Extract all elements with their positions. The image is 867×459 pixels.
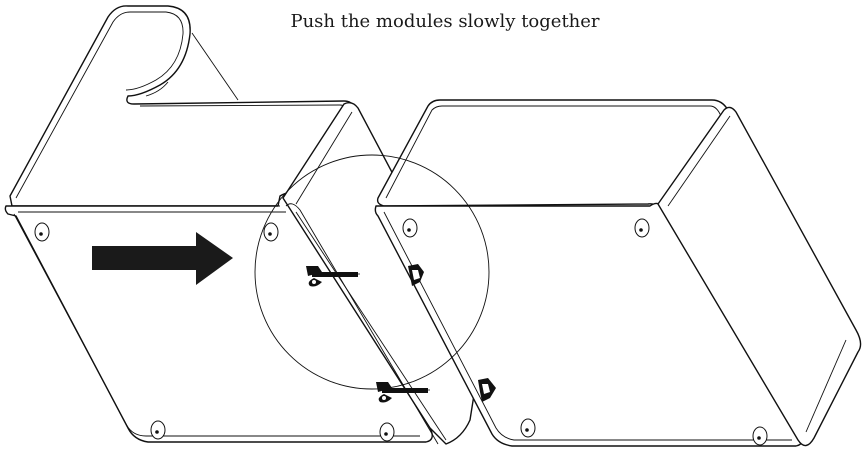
connector-hook-icon bbox=[478, 378, 496, 402]
left-module-top-frame-inner bbox=[15, 11, 184, 199]
right-module-side-panel bbox=[657, 106, 862, 447]
connector-clip-icon bbox=[306, 266, 360, 287]
connector-clip-icon bbox=[376, 382, 430, 403]
detail-circle bbox=[254, 154, 490, 390]
screw-icon bbox=[150, 420, 166, 440]
right-arrow-icon bbox=[92, 232, 233, 285]
screw-icon bbox=[379, 422, 395, 442]
screw-icon bbox=[520, 418, 536, 438]
instruction-caption: Push the modules slowly together bbox=[290, 11, 599, 32]
screws bbox=[34, 218, 768, 446]
screw-icon bbox=[263, 222, 279, 242]
screw-icon bbox=[752, 426, 768, 446]
screw-icon bbox=[634, 218, 650, 238]
screw-icon bbox=[34, 222, 50, 242]
screw-icon bbox=[402, 218, 418, 238]
connector-hook-icon bbox=[408, 264, 424, 286]
